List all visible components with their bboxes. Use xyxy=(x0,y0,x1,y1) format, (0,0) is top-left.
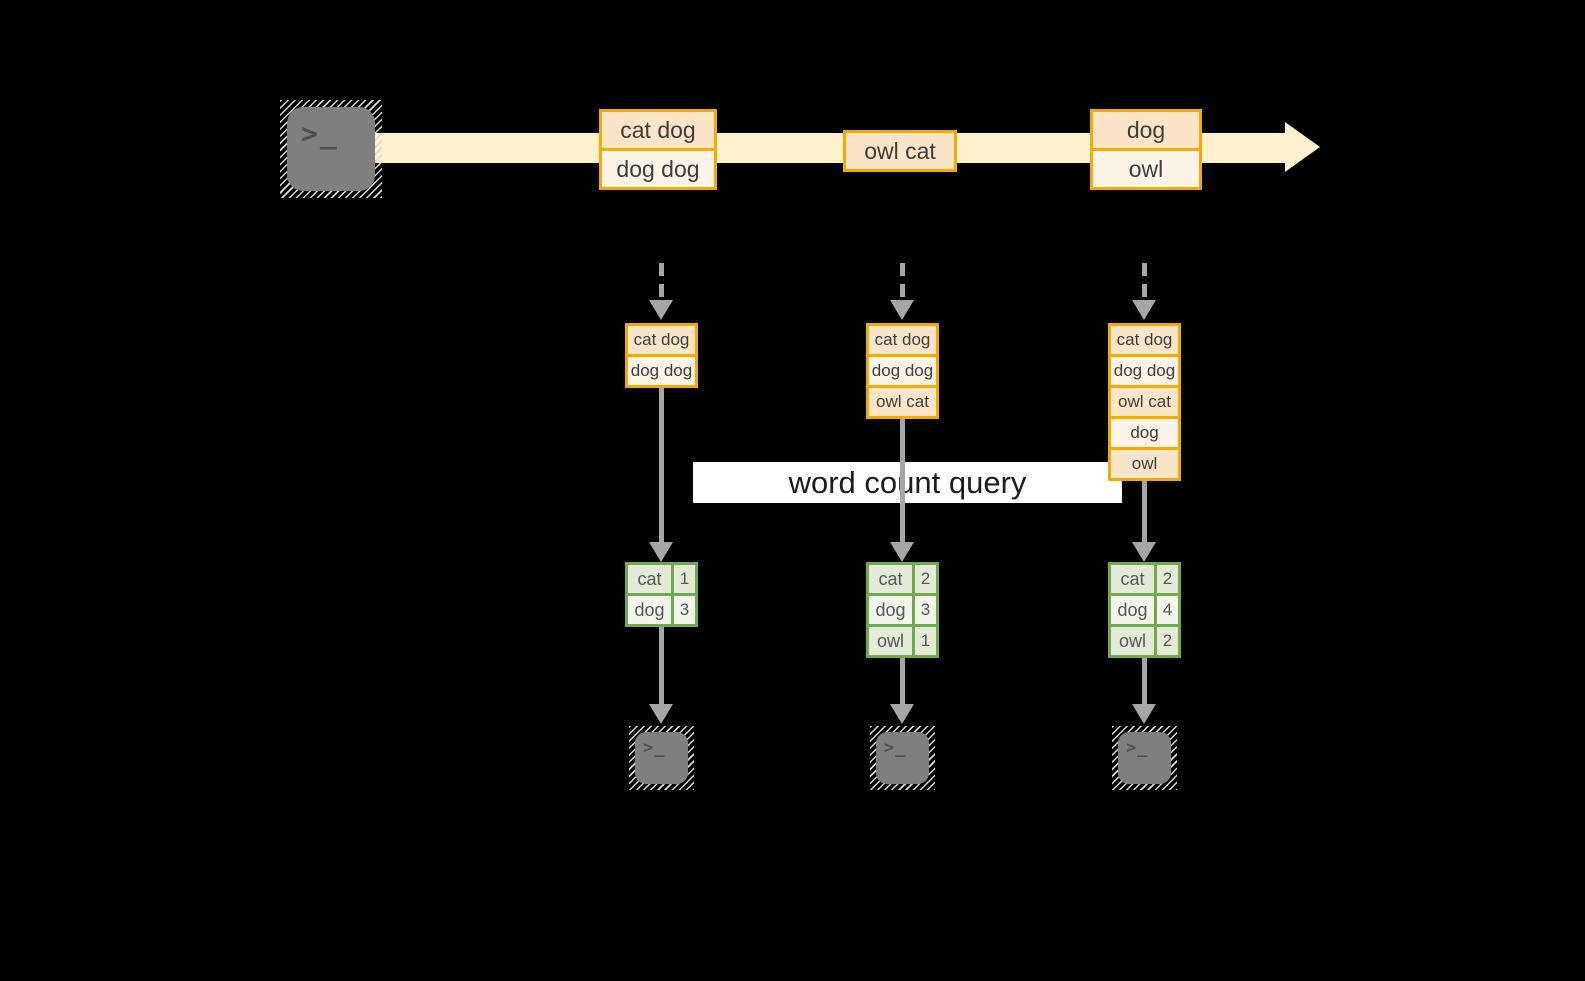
buffer-row: dog dog xyxy=(628,357,695,385)
stream-event-line: dog xyxy=(1093,112,1199,148)
terminal-prompt-glyph: >_ xyxy=(301,117,339,150)
query-arrowhead-icon-2 xyxy=(890,542,914,562)
word-cell: cat xyxy=(628,565,671,593)
stream-event-line: owl cat xyxy=(846,133,954,169)
ingest-arrowhead-icon-3 xyxy=(1132,300,1156,320)
stream-event-1: cat dog dog dog xyxy=(599,109,717,190)
stream-event-2: owl cat xyxy=(843,130,957,172)
word-cell: owl xyxy=(1111,627,1154,655)
count-table-3: cat 2 dog 4 owl 2 xyxy=(1108,562,1181,658)
ingest-arrowhead-icon-2 xyxy=(890,300,914,320)
query-arrowhead-icon-1 xyxy=(649,542,673,562)
buffer-stack-3: cat dog dog dog owl cat dog owl xyxy=(1108,323,1181,481)
sink-arrow-3 xyxy=(1142,658,1147,704)
ingest-dashed-arrow-3 xyxy=(1142,263,1147,303)
query-arrow-2 xyxy=(900,419,905,542)
query-arrow-1 xyxy=(659,388,664,542)
sink-arrowhead-icon-3 xyxy=(1132,704,1156,724)
count-cell: 1 xyxy=(674,565,695,593)
sink-terminal-icon-3: >_ xyxy=(1112,726,1177,790)
word-cell: dog xyxy=(628,596,671,624)
terminal-prompt-glyph: >_ xyxy=(1126,738,1149,758)
sink-arrowhead-icon-2 xyxy=(890,704,914,724)
count-table-1: cat 1 dog 3 xyxy=(625,562,698,627)
buffer-row: cat dog xyxy=(869,326,936,354)
buffer-row: owl cat xyxy=(1111,388,1178,416)
buffer-stack-2: cat dog dog dog owl cat xyxy=(866,323,939,419)
source-terminal-icon: >_ xyxy=(280,100,382,198)
terminal-prompt-glyph: >_ xyxy=(884,738,907,758)
word-cell: dog xyxy=(869,596,912,624)
query-arrowhead-icon-3 xyxy=(1132,542,1156,562)
stream-event-line: cat dog xyxy=(602,112,714,148)
query-arrow-3 xyxy=(1142,481,1147,542)
sink-arrowhead-icon-1 xyxy=(649,704,673,724)
sink-terminal-icon-1: >_ xyxy=(629,726,694,790)
word-cell: owl xyxy=(869,627,912,655)
buffer-row: owl xyxy=(1111,450,1178,478)
sink-arrow-2 xyxy=(900,658,905,704)
stream-event-line: dog dog xyxy=(602,151,714,187)
buffer-row: cat dog xyxy=(1111,326,1178,354)
ingest-arrowhead-icon-1 xyxy=(649,300,673,320)
count-cell: 2 xyxy=(1157,565,1178,593)
word-cell: dog xyxy=(1111,596,1154,624)
terminal-body: >_ xyxy=(876,732,929,784)
stream-event-line: owl xyxy=(1093,151,1199,187)
stream-event-3: dog owl xyxy=(1090,109,1202,190)
sink-terminal-icon-2: >_ xyxy=(870,726,935,790)
buffer-row: owl cat xyxy=(869,388,936,416)
buffer-row: dog dog xyxy=(869,357,936,385)
count-cell: 1 xyxy=(915,627,936,655)
word-cell: cat xyxy=(1111,565,1154,593)
stream-arrowhead-icon xyxy=(1285,122,1320,172)
count-cell: 4 xyxy=(1157,596,1178,624)
word-cell: cat xyxy=(869,565,912,593)
buffer-row: cat dog xyxy=(628,326,695,354)
terminal-prompt-glyph: >_ xyxy=(643,738,666,758)
terminal-body: >_ xyxy=(1118,732,1171,784)
count-cell: 3 xyxy=(674,596,695,624)
count-cell: 2 xyxy=(915,565,936,593)
count-cell: 3 xyxy=(915,596,936,624)
ingest-dashed-arrow-2 xyxy=(900,263,905,303)
terminal-body: >_ xyxy=(635,732,688,784)
buffer-row: dog dog xyxy=(1111,357,1178,385)
terminal-body: >_ xyxy=(287,107,375,191)
count-cell: 2 xyxy=(1157,627,1178,655)
buffer-stack-1: cat dog dog dog xyxy=(625,323,698,388)
buffer-row: dog xyxy=(1111,419,1178,447)
count-table-2: cat 2 dog 3 owl 1 xyxy=(866,562,939,658)
sink-arrow-1 xyxy=(659,627,664,704)
ingest-dashed-arrow-1 xyxy=(659,263,664,303)
query-label: word count query xyxy=(693,462,1122,503)
